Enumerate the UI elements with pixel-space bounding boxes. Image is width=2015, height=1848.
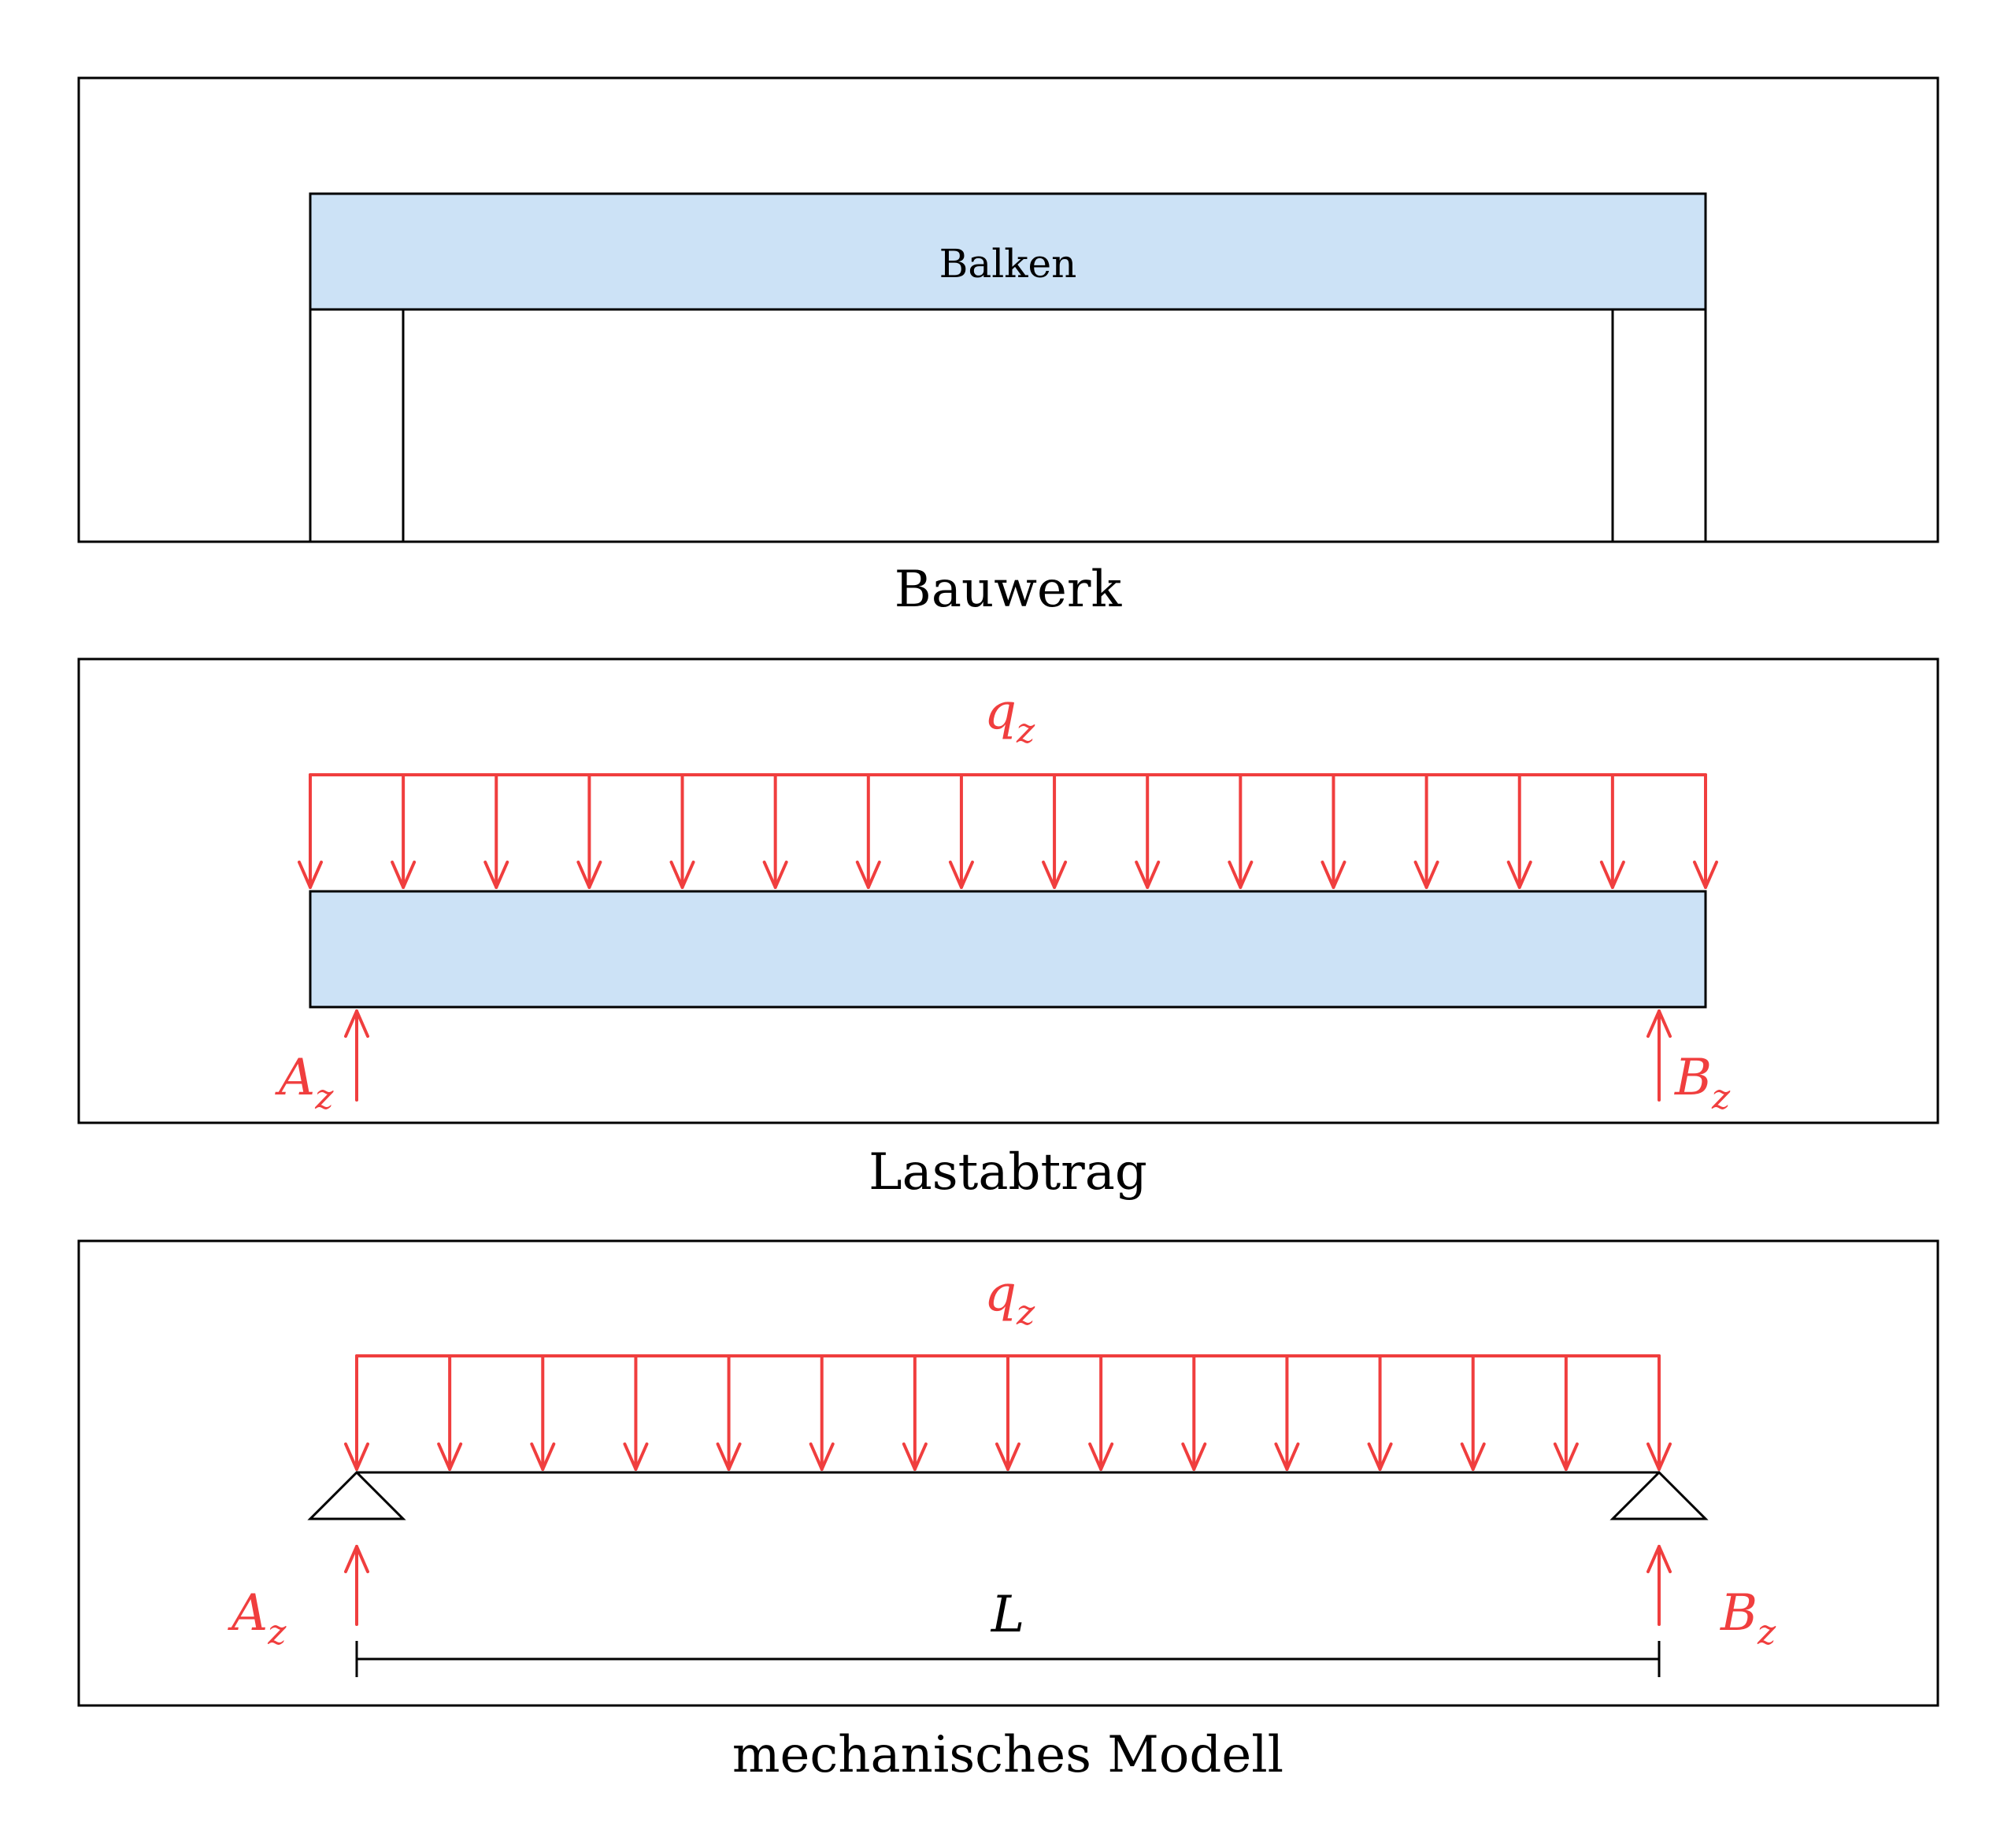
load-modell-arrow xyxy=(1553,1354,1579,1471)
load-modell-arrow xyxy=(1646,1354,1672,1471)
beam-lastabtrag xyxy=(309,890,1707,1009)
load-lastabtrag-arrow xyxy=(1042,773,1068,889)
reaction-label-right-lastabtrag: Bz xyxy=(1674,1049,1731,1117)
load-modell-arrow xyxy=(1460,1354,1486,1471)
load-lastabtrag-arrow xyxy=(576,773,602,889)
panel-modell: qz Az Bz L xyxy=(77,1239,1939,1707)
load-symbol: q xyxy=(984,683,1017,741)
caption-lastabtrag: Lastabtrag xyxy=(869,1143,1147,1202)
load-modell-arrow xyxy=(344,1354,369,1471)
load-lastabtrag-arrow xyxy=(391,773,417,889)
load-modell-arrow xyxy=(623,1354,649,1471)
load-lastabtrag-arrow xyxy=(1320,773,1346,889)
span-label: L xyxy=(991,1586,1025,1644)
caption-modell: mechanisches Modell xyxy=(732,1726,1283,1784)
panel-bauwerk: Balken xyxy=(77,76,1939,543)
caption-bauwerk: Bauwerk xyxy=(895,561,1123,619)
load-lastabtrag-arrow xyxy=(1413,773,1439,889)
load-modell-arrow xyxy=(1367,1354,1393,1471)
panel-lastabtrag-frame xyxy=(77,657,1939,1124)
load-modell-arrow xyxy=(995,1354,1020,1471)
reaction-label-left-lastabtrag: Az xyxy=(275,1049,334,1117)
load-lastabtrag-arrow xyxy=(669,773,695,889)
load-modell-arrow xyxy=(716,1354,742,1471)
reaction-arrow-left-modell xyxy=(344,1545,369,1626)
load-lastabtrag-arrow xyxy=(1135,773,1161,889)
span-dimension xyxy=(355,1641,1661,1677)
load-lastabtrag-arrow xyxy=(1506,773,1532,889)
load-modell-arrow xyxy=(1274,1354,1300,1471)
load-modell-arrow xyxy=(809,1354,835,1471)
load-lastabtrag-arrow xyxy=(855,773,881,889)
load-lastabtrag-arrow xyxy=(762,773,788,889)
load-lastabtrag-arrow xyxy=(1693,773,1718,889)
reaction-label-right-modell: Bz xyxy=(1720,1584,1776,1653)
pin-support-left xyxy=(307,1470,406,1520)
reaction-arrow-right-modell xyxy=(1646,1545,1672,1626)
load-modell-arrow xyxy=(437,1354,463,1471)
panel-modell-frame xyxy=(77,1239,1939,1707)
load-label-modell: qz xyxy=(984,1265,1035,1333)
column-left xyxy=(309,308,405,543)
load-lastabtrag-arrow xyxy=(298,773,323,889)
beam-label: Balken xyxy=(939,241,1077,287)
load-subscript: z xyxy=(1016,711,1035,751)
reaction-arrow-right-lastabtrag xyxy=(1646,1009,1672,1102)
load-lastabtrag-arrow xyxy=(1599,773,1625,889)
load-label-lastabtrag: qz xyxy=(984,683,1035,751)
panel-bauwerk-frame xyxy=(77,76,1939,543)
load-lastabtrag-arrow xyxy=(483,773,509,889)
load-lastabtrag-arrow xyxy=(1228,773,1254,889)
reaction-arrow-left-lastabtrag xyxy=(344,1009,369,1102)
reaction-label-left-modell: Az xyxy=(228,1584,287,1653)
load-lastabtrag-arrow xyxy=(948,773,974,889)
beam-structure xyxy=(309,192,1707,311)
load-modell-arrow xyxy=(1088,1354,1114,1471)
distributed-load-arrows-modell xyxy=(344,1354,1672,1471)
column-right xyxy=(1611,308,1707,543)
load-modell-arrow xyxy=(530,1354,556,1471)
load-modell-arrow xyxy=(902,1354,928,1471)
load-modell-arrow xyxy=(1181,1354,1207,1471)
panel-lastabtrag: qz Az Bz xyxy=(77,657,1939,1124)
distributed-load-arrows-lastabtrag xyxy=(298,773,1718,889)
pin-support-right xyxy=(1609,1470,1709,1520)
